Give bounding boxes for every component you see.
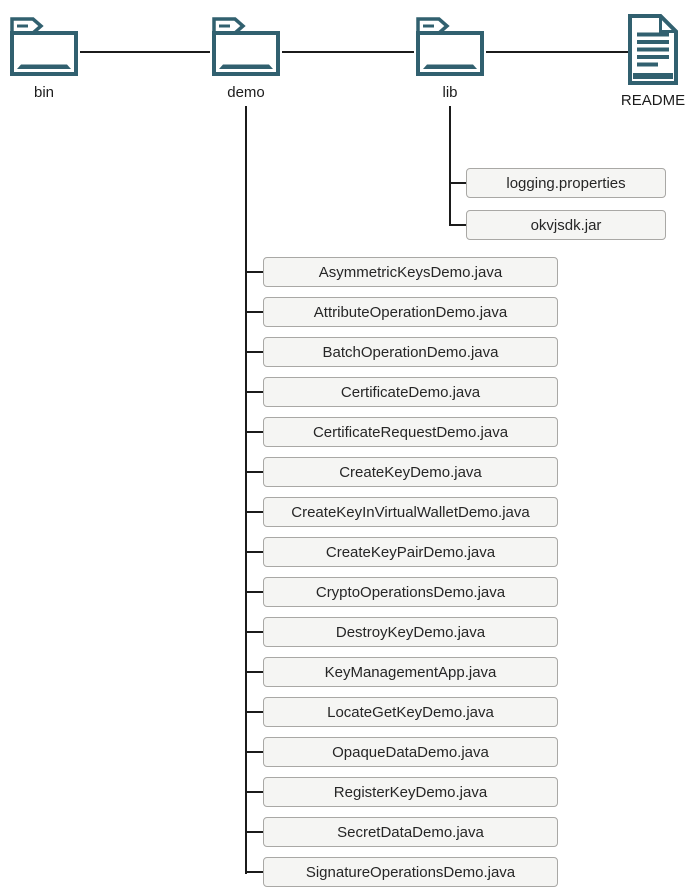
lib-branch-line: [449, 106, 451, 226]
document-icon: [628, 14, 678, 85]
file-box: CertificateDemo.java: [263, 377, 558, 407]
file-box: logging.properties: [466, 168, 666, 198]
branch-connector: [449, 182, 466, 184]
branch-connector: [245, 751, 263, 753]
file-box: CreateKeyPairDemo.java: [263, 537, 558, 567]
file-box: LocateGetKeyDemo.java: [263, 697, 558, 727]
folder-label-demo: demo: [227, 84, 265, 101]
file-box: CertificateRequestDemo.java: [263, 417, 558, 447]
branch-connector: [245, 671, 263, 673]
folder-icon: [212, 17, 280, 76]
file-node-readme: README: [620, 13, 686, 109]
branch-connector: [245, 471, 263, 473]
demo-branch-line: [245, 106, 247, 874]
branch-connector: [245, 831, 263, 833]
branch-connector: [245, 271, 263, 273]
branch-connector: [245, 591, 263, 593]
file-box: BatchOperationDemo.java: [263, 337, 558, 367]
branch-connector: [245, 391, 263, 393]
folder-label-bin: bin: [33, 84, 55, 101]
branch-connector: [245, 711, 263, 713]
file-box: DestroyKeyDemo.java: [263, 617, 558, 647]
folder-label-lib: lib: [442, 84, 458, 101]
folder-node-lib: lib: [414, 14, 486, 100]
connector-bin-demo: [80, 51, 210, 53]
file-box: RegisterKeyDemo.java: [263, 777, 558, 807]
file-box: SignatureOperationsDemo.java: [263, 857, 558, 887]
file-box: CryptoOperationsDemo.java: [263, 577, 558, 607]
branch-connector: [245, 631, 263, 633]
file-box: AttributeOperationDemo.java: [263, 297, 558, 327]
connector-demo-lib: [282, 51, 414, 53]
connector-lib-readme: [486, 51, 628, 53]
branch-connector: [449, 224, 466, 226]
folder-node-demo: demo: [210, 14, 282, 100]
file-box: AsymmetricKeysDemo.java: [263, 257, 558, 287]
folder-icon: [10, 17, 78, 76]
file-label-readme: README: [620, 92, 686, 109]
branch-connector: [245, 511, 263, 513]
file-box: CreateKeyDemo.java: [263, 457, 558, 487]
folder-node-bin: bin: [8, 14, 80, 100]
file-box: SecretDataDemo.java: [263, 817, 558, 847]
file-box: KeyManagementApp.java: [263, 657, 558, 687]
branch-connector: [245, 791, 263, 793]
branch-connector: [245, 311, 263, 313]
branch-connector: [245, 551, 263, 553]
file-box: okvjsdk.jar: [466, 210, 666, 240]
folder-icon: [416, 17, 484, 76]
file-box: OpaqueDataDemo.java: [263, 737, 558, 767]
branch-connector: [245, 871, 263, 873]
branch-connector: [245, 431, 263, 433]
file-box: CreateKeyInVirtualWalletDemo.java: [263, 497, 558, 527]
branch-connector: [245, 351, 263, 353]
